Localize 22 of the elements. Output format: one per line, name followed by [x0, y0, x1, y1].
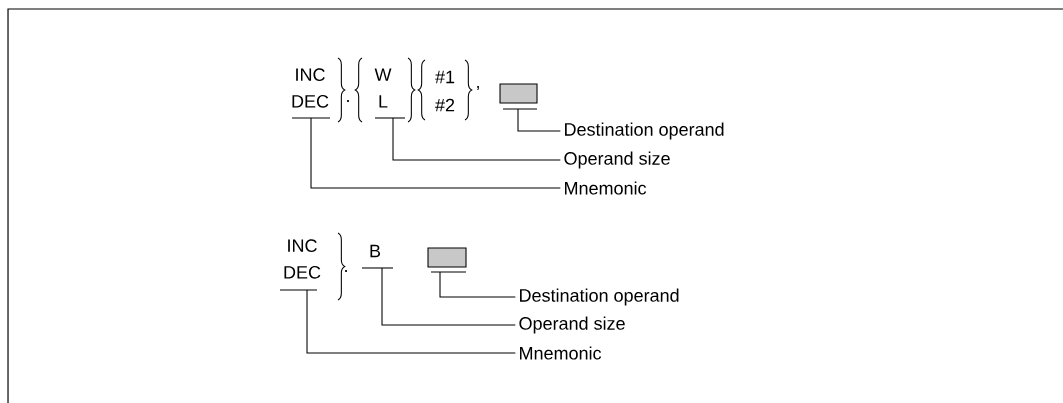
leader-text: Operand size	[519, 316, 625, 334]
leader-line	[392, 117, 561, 161]
operand-box	[499, 83, 538, 110]
leader-text: Operand size	[564, 151, 670, 169]
syntax-symbol: #2	[435, 98, 455, 112]
leader-text: Mnemonic	[520, 346, 602, 360]
leader-line	[310, 117, 561, 189]
syntax-symbol: .	[347, 100, 349, 102]
leader-text: Destination operand	[565, 122, 724, 140]
leader-text: Mnemonic	[565, 181, 647, 195]
leader-line	[306, 289, 516, 354]
syntax-symbol: #1	[435, 70, 455, 84]
mnemonic-options: W L	[374, 68, 406, 119]
operand-box	[427, 247, 467, 273]
leader-line	[439, 271, 516, 298]
mnemonic-options: INC DEC	[279, 239, 321, 291]
leader-text: Destination operand	[520, 288, 679, 306]
leader-line	[517, 108, 561, 132]
leader-line	[381, 267, 516, 326]
syntax-symbol: .	[345, 270, 347, 272]
mnemonic-options: INC DEC	[291, 68, 331, 119]
syntax-symbol: ,	[477, 85, 479, 91]
